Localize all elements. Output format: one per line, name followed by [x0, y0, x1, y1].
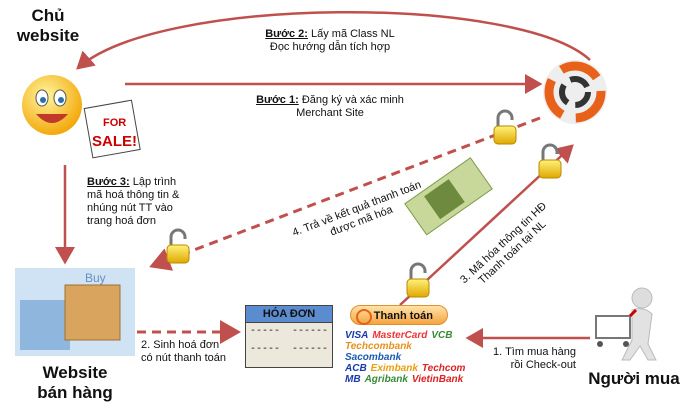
- step3-text: Bước 3: Lập trình mã hoá thông tin & nhú…: [87, 176, 179, 228]
- lock-icon: [405, 262, 431, 299]
- flow4-arrow: [149, 116, 541, 271]
- step2-title: Bước 2:: [265, 28, 308, 40]
- website-shop-icon: Buy: [15, 268, 135, 356]
- step2-desc: Lấy mã Class NL: [310, 28, 395, 40]
- lock-icon: [492, 109, 518, 146]
- buyer-label: Người mua: [588, 369, 680, 388]
- step2-arrow: [76, 11, 591, 70]
- flow1-text: 1. Tìm mua hàng rồi Check-out: [488, 346, 576, 372]
- bank-logo: Techcombank: [345, 341, 412, 352]
- shop-label-line: Website: [42, 363, 108, 382]
- step3-line: trang hoá đơn: [87, 215, 156, 227]
- step1-desc: Đăng ký và xác minh: [301, 94, 404, 106]
- smiley-icon: [22, 75, 82, 135]
- nganluong-logo-icon: [356, 309, 372, 325]
- step3-desc: Lập trình: [132, 176, 177, 188]
- shop-label-line: bán hàng: [37, 383, 113, 402]
- invoice-box: HÓA ĐƠN ----------- -----------: [245, 305, 333, 368]
- step1-line2: Merchant Site: [296, 107, 364, 119]
- flow2-text: 2. Sinh hoá đơn có nút thanh toán: [141, 339, 226, 365]
- invoice-row: -----------: [246, 323, 332, 341]
- bank-logo: MasterCard: [372, 330, 428, 341]
- bank-logo: MB: [345, 374, 361, 385]
- step3-title: Bước 3:: [87, 176, 130, 188]
- invoice-cell: ------: [291, 326, 328, 337]
- pay-button[interactable]: Thanh toán: [350, 305, 448, 325]
- buy-text: Buy: [85, 271, 106, 285]
- bank-logo: VISA: [345, 330, 369, 341]
- invoice-title: HÓA ĐƠN: [246, 306, 332, 323]
- step3-line: nhúng nút TT vào: [87, 202, 173, 214]
- shopping-cart-person-icon: [595, 287, 657, 361]
- bank-logo: Sacombank: [345, 352, 402, 363]
- step2-text: Bước 2: Lấy mã Class NL Đọc hướng dẫn tí…: [240, 28, 420, 54]
- bank-logo: VietinBank: [411, 374, 464, 385]
- step2-line2: Đọc hướng dẫn tích hợp: [269, 41, 391, 53]
- invoice-cell: ------: [291, 344, 328, 355]
- bank-logo: Eximbank: [370, 363, 418, 374]
- flow1-line: rồi Check-out: [510, 359, 576, 371]
- lock-icon: [537, 143, 563, 180]
- bank-logo: ACB: [345, 363, 367, 374]
- for-sale-text-1: FOR: [103, 117, 126, 129]
- bank-logo: VCB: [431, 330, 453, 341]
- lock-icon: [165, 228, 191, 265]
- flow2-line: 2. Sinh hoá đơn: [141, 339, 220, 351]
- money-icon: [404, 157, 493, 236]
- shop-label: Website bán hàng: [20, 363, 130, 403]
- flow2-line: có nút thanh toán: [141, 352, 227, 364]
- owner-label: Chủ website: [16, 6, 80, 45]
- bank-logo: Techcom: [421, 363, 466, 374]
- step1-text: Bước 1: Đăng ký và xác minh Merchant Sit…: [240, 94, 420, 120]
- for-sale-text-2: SALE!: [92, 133, 137, 150]
- nganluong-logo-icon: [543, 60, 607, 124]
- flow1-line: 1. Tìm mua hàng: [493, 346, 576, 358]
- step3-line: mã hoá thông tin &: [87, 189, 180, 201]
- invoice-row: -----------: [246, 341, 332, 359]
- step1-title: Bước 1:: [256, 94, 299, 106]
- invoice-cell: -----: [250, 344, 281, 355]
- bank-logo: Agribank: [364, 374, 408, 385]
- invoice-cell: -----: [250, 326, 281, 337]
- for-sale-sign-icon: [83, 99, 141, 159]
- pay-button-label: Thanh toán: [373, 310, 433, 322]
